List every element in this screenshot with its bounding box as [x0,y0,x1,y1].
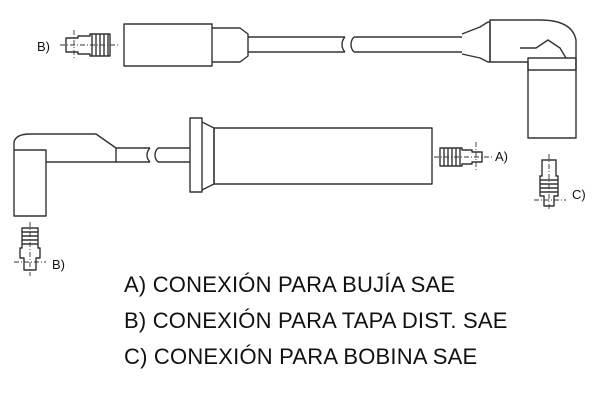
legend-item-a: A) CONEXIÓN PARA BUJÍA SAE [124,272,456,297]
bottom-cable-wire-break [146,147,159,163]
bottom-cable-elbow-detail [14,149,47,162]
bottom-cable-wire-right [158,147,190,163]
bottom-cable-wire-left [116,147,150,163]
top-cable-left-boot [123,23,213,67]
bottom-cable-long-boot [213,127,433,185]
callout-c: C) [572,187,586,202]
top-cable-wire-break [341,36,355,53]
bottom-cable [13,117,433,217]
bottom-cable-flange [189,117,203,193]
terminal-b-bottom-axis [14,222,46,276]
terminal-b-top-body [65,33,111,57]
top-cable-right-elbow [489,19,577,71]
terminal-c-body [539,159,559,207]
terminal-a-body [439,147,483,167]
legend-item-c: C) CONEXIÓN PARA BOBINA SAE [124,344,478,369]
terminal-b-top [60,30,118,60]
callout-b-bottom: B) [52,257,65,272]
callout-b-top: B) [37,39,50,54]
legend-item-b: B) CONEXIÓN PARA TAPA DIST. SAE [124,308,508,333]
top-cable-elbow-detail [520,39,567,59]
terminal-b-bottom-body [19,227,41,271]
terminal-b-top-axis [60,30,118,60]
terminal-c-axis [534,154,566,210]
terminal-b-bottom [14,222,46,276]
top-cable-wire-right [354,36,462,53]
top-cable-boot-step [212,27,249,63]
top-cable [123,19,577,139]
terminal-a-axis [434,142,492,172]
legend: A) CONEXIÓN PARA BUJÍA SAE B) CONEXIÓN P… [124,274,508,382]
top-cable-right-collar [461,21,491,63]
terminal-c [534,154,566,210]
top-cable-right-sleeve [527,57,577,139]
bottom-cable-flange-taper [201,121,215,191]
top-cable-wire-left [248,36,345,53]
callout-a: A) [495,149,508,164]
bottom-cable-left-elbow [13,133,117,217]
terminal-a [434,142,492,172]
